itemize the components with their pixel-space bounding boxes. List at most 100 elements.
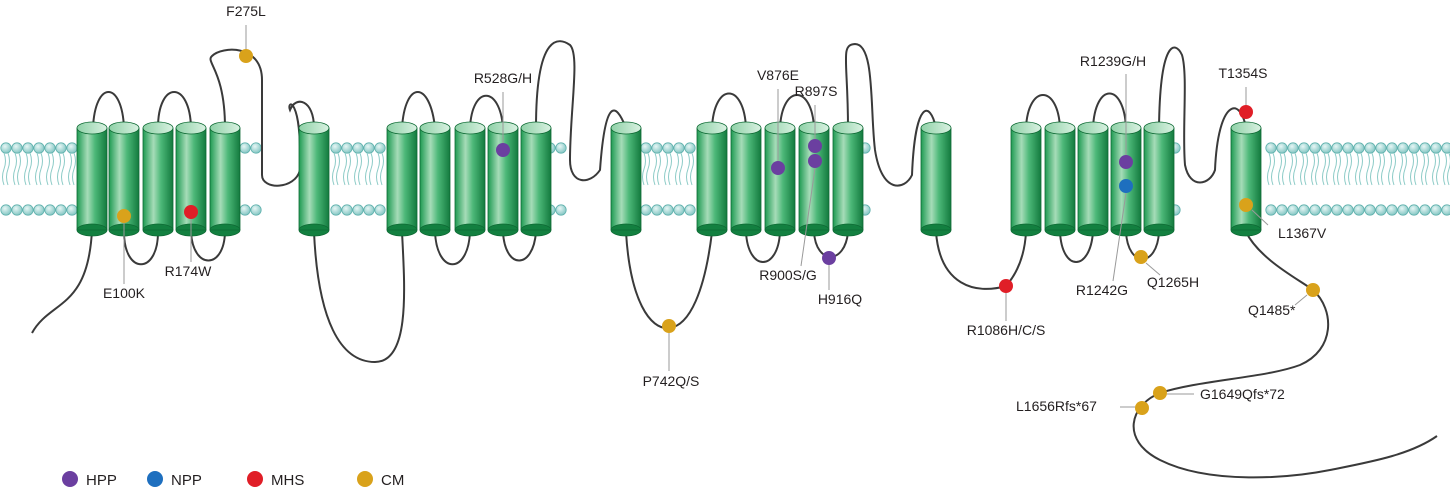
legend-item-cm: CM <box>357 471 404 489</box>
leader-line <box>800 167 816 267</box>
helix-cylinder <box>610 121 642 237</box>
mutation-label: R528G/H <box>474 70 532 86</box>
helix-cylinder <box>1143 121 1175 237</box>
mutation-g1649qfs72: G1649Qfs*72 <box>1153 386 1285 402</box>
legend-swatch <box>247 471 263 487</box>
helix-cylinder <box>1077 121 1109 237</box>
mutation-label: R1242G <box>1076 282 1128 298</box>
helix-cylinder <box>1010 121 1042 237</box>
legend-item-hpp: HPP <box>62 471 117 489</box>
helix-cylinder <box>76 121 108 237</box>
mutation-label: L1656Rfs*67 <box>1016 398 1097 414</box>
mutation-label: Q1265H <box>1147 274 1199 290</box>
mutation-label: R897S <box>795 83 838 99</box>
mutation-dot <box>1135 401 1149 415</box>
mutation-dot <box>808 154 822 168</box>
mutation-label: P742Q/S <box>643 373 700 389</box>
helix-cylinder <box>730 121 762 237</box>
mutation-f275l: F275L <box>226 3 266 63</box>
legend-swatch <box>62 471 78 487</box>
mutation-r1242g: R1242G <box>1076 179 1133 298</box>
helix-cylinder <box>454 121 486 237</box>
helix-cylinder <box>419 121 451 237</box>
loop-d2-s1s2 <box>401 91 436 129</box>
mutation-dot <box>1306 283 1320 297</box>
helix-cylinder <box>1044 121 1076 237</box>
mutation-label: V876E <box>757 67 799 83</box>
mutation-label: F275L <box>226 3 266 19</box>
loop-d4-s1s2 <box>1025 94 1061 129</box>
mutation-l1367v: L1367V <box>1239 198 1327 241</box>
lipid-bilayer <box>0 142 1450 216</box>
helix-cylinder <box>764 121 796 237</box>
loop-d3-s2s3 <box>745 231 781 263</box>
mutation-h916q: H916Q <box>818 251 862 307</box>
mutation-dot <box>1153 386 1167 400</box>
helix-cylinder <box>520 121 552 237</box>
transmembrane-helices <box>76 121 1262 237</box>
loop-d2-s3s4 <box>469 95 504 129</box>
mutation-label: H916Q <box>818 291 862 307</box>
mutation-dot <box>1119 155 1133 169</box>
mutation-r900sg: R900S/G <box>759 154 822 283</box>
mutation-dot <box>1239 198 1253 212</box>
loop-d2-p <box>535 40 627 182</box>
mutation-dot <box>999 279 1013 293</box>
leader-line <box>1112 192 1127 282</box>
legend-item-npp: NPP <box>147 471 202 489</box>
leader-line <box>1145 262 1161 276</box>
mutation-dot <box>1134 250 1148 264</box>
mutation-dot <box>117 209 131 223</box>
helix-cylinder <box>696 121 728 237</box>
mutation-r897s: R897S <box>795 83 838 153</box>
mutation-p742qs: P742Q/S <box>643 319 700 389</box>
mutation-label: R174W <box>165 263 212 279</box>
legend-label: MHS <box>271 472 304 489</box>
mutation-dot <box>808 139 822 153</box>
helix-cylinder <box>142 121 174 237</box>
mutation-r1086hcs: R1086H/C/S <box>967 279 1046 338</box>
legend-label: NPP <box>171 472 202 489</box>
loop-d4-s2s3 <box>1059 231 1094 263</box>
mutation-label: L1367V <box>1278 225 1327 241</box>
loop-s2-s3 <box>123 231 159 265</box>
mutation-label: E100K <box>103 285 146 301</box>
mutation-label: R900S/G <box>759 267 817 283</box>
mutation-dot <box>771 161 785 175</box>
mutation-t1354s: T1354S <box>1218 65 1268 119</box>
loop-s1-s2 <box>92 91 125 129</box>
mutation-r528gh: R528G/H <box>474 70 532 157</box>
loop-d2-s4s5 <box>502 231 537 262</box>
loop-d3-s1s2 <box>711 92 747 129</box>
legend-swatch <box>147 471 163 487</box>
leader-line <box>1294 294 1308 306</box>
loop-s4-s5 <box>190 231 226 262</box>
mutation-q1265h: Q1265H <box>1134 250 1199 290</box>
legend: HPP NPP MHS CM <box>62 471 404 489</box>
mutation-r1239gh: R1239G/H <box>1080 53 1146 169</box>
protein-chain <box>31 40 1438 479</box>
helix-cylinder <box>798 121 830 237</box>
mutation-dot <box>184 205 198 219</box>
loop-d3-d4 <box>935 231 1027 290</box>
leader-line <box>1251 209 1269 226</box>
loop-d2-s2s3 <box>434 231 471 265</box>
legend-label: CM <box>381 472 404 489</box>
mutation-label: Q1485* <box>1248 302 1296 318</box>
mutation-l1656rfs67: L1656Rfs*67 <box>1016 398 1149 415</box>
mutation-dot <box>1119 179 1133 193</box>
helix-cylinder <box>920 121 952 237</box>
mutation-dot <box>1239 105 1253 119</box>
mutation-label: R1086H/C/S <box>967 322 1046 338</box>
helix-cylinder <box>175 121 207 237</box>
loop-d1-d2 <box>313 231 406 364</box>
mutation-label: T1354S <box>1218 65 1267 81</box>
mutation-dot <box>662 319 676 333</box>
loop-d3-s3s4 <box>779 94 815 129</box>
mutation-e100k: E100K <box>103 209 146 301</box>
mutation-v876e: V876E <box>757 67 799 175</box>
loop-s5-p1 <box>209 48 301 187</box>
mutation-dot <box>822 251 836 265</box>
